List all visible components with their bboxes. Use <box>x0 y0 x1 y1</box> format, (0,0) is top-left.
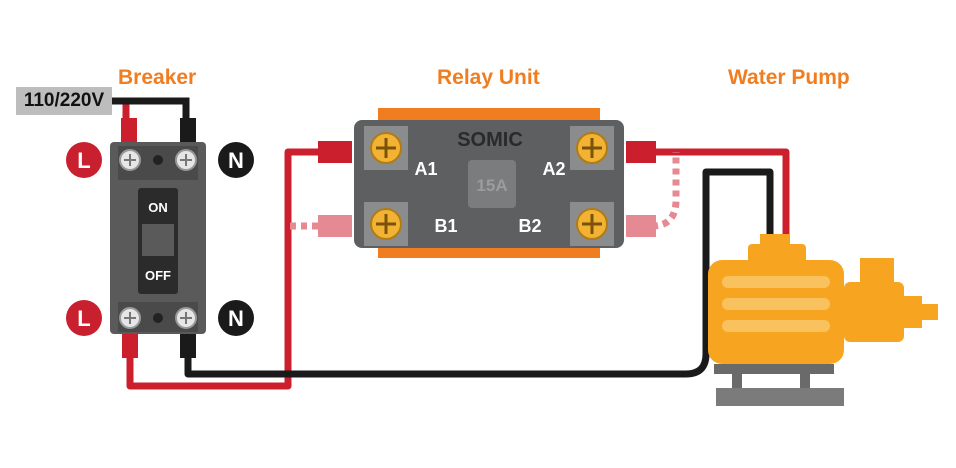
relay-unit <box>354 108 624 258</box>
breaker-title: Breaker <box>118 66 197 89</box>
line-top-label: L <box>77 148 90 173</box>
relay-unit-title: Relay Unit <box>437 66 540 89</box>
terminal-b1-label: B1 <box>434 216 457 236</box>
line-top-badge <box>66 142 102 178</box>
line-bottom-badge <box>66 300 102 336</box>
relay-a1-lug <box>318 141 352 163</box>
live-wire-to-relay <box>126 148 328 390</box>
relay-brand: SOMIC <box>457 129 523 151</box>
relay-rating: 15A <box>476 176 507 195</box>
neutral-bottom-badge <box>218 300 254 336</box>
neutral-top-label: N <box>228 148 244 173</box>
relay-b1-lug <box>318 215 352 237</box>
faded-wire-b2 <box>651 152 680 230</box>
breaker-top-neutral-lug <box>180 118 196 144</box>
terminal-b2-label: B2 <box>518 216 541 236</box>
breaker <box>110 142 206 334</box>
neutral-top-badge <box>218 142 254 178</box>
relay-b2-lug <box>626 215 656 237</box>
breaker-on-label: ON <box>148 200 168 215</box>
breaker-top-live-lug <box>121 118 137 144</box>
neutral-bottom-label: N <box>228 306 244 331</box>
breaker-bottom-neutral-lug <box>180 334 196 358</box>
relay-to-pump-wire <box>652 148 790 240</box>
relay-a2-lug <box>626 141 656 163</box>
supply-voltage-label: 110/220V <box>16 87 112 115</box>
terminal-a1-label: A1 <box>414 159 437 179</box>
terminal-a2-label: A2 <box>542 159 565 179</box>
line-bottom-label: L <box>77 306 90 331</box>
water-pump-title: Water Pump <box>728 66 850 89</box>
breaker-bottom-live-lug <box>122 334 138 358</box>
neutral-wire-to-pump <box>184 168 774 378</box>
breaker-off-label: OFF <box>145 268 171 283</box>
water-pump <box>708 234 938 406</box>
